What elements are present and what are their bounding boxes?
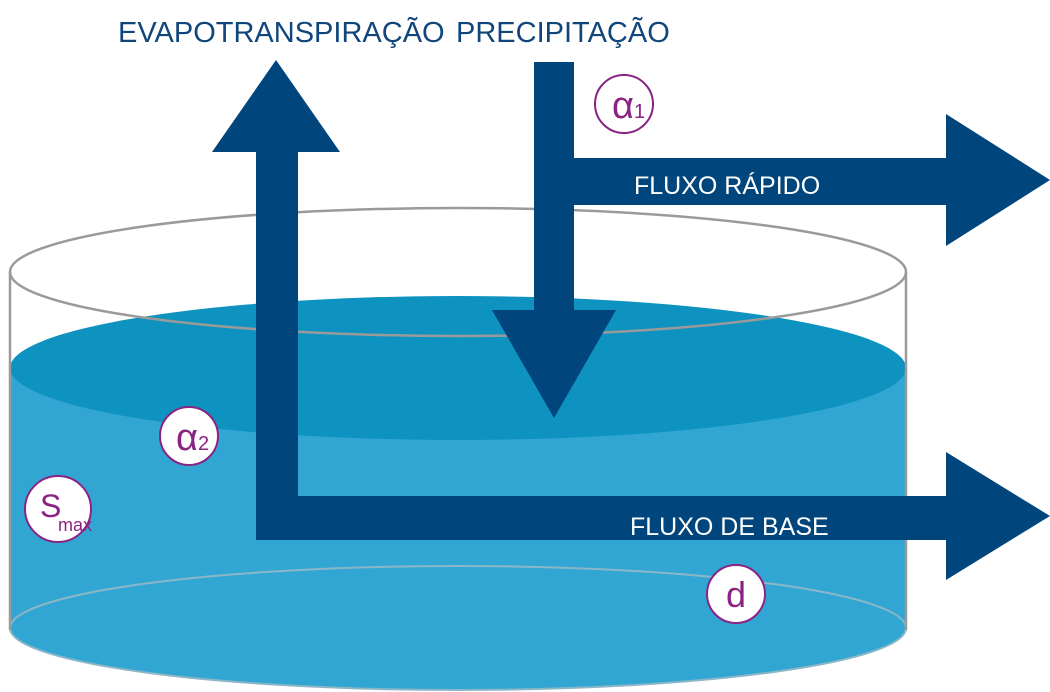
reservoir: [8, 206, 908, 691]
smax-subscript: max: [58, 515, 92, 535]
precipitation-label: PRECIPITAÇÃO: [456, 15, 670, 49]
alpha1-subscript: 1: [634, 101, 645, 123]
precipitation-arrow: [492, 62, 616, 418]
svg-text:α1: α1: [612, 85, 645, 127]
alpha1-badge: α1: [594, 74, 654, 134]
base-flow-label: FLUXO DE BASE: [630, 513, 829, 541]
d-symbol: d: [726, 574, 746, 615]
d-badge: d: [706, 564, 766, 624]
svg-text:α2: α2: [176, 417, 209, 459]
alpha2-subscript: 2: [198, 433, 209, 455]
smax-symbol: S: [40, 488, 61, 524]
fast-flow-arrow: [574, 114, 1050, 246]
fast-flow-label: FLUXO RÁPIDO: [634, 171, 820, 200]
evapotranspiration-label: EVAPOTRANSPIRAÇÃO: [118, 15, 445, 49]
water-surface: [10, 296, 906, 440]
alpha2-symbol: α: [176, 417, 198, 459]
smax-badge: S max: [24, 475, 92, 543]
alpha2-badge: α2: [159, 406, 219, 466]
alpha1-symbol: α: [612, 85, 634, 127]
evapotranspiration-base-flow-arrow: [212, 60, 1050, 580]
